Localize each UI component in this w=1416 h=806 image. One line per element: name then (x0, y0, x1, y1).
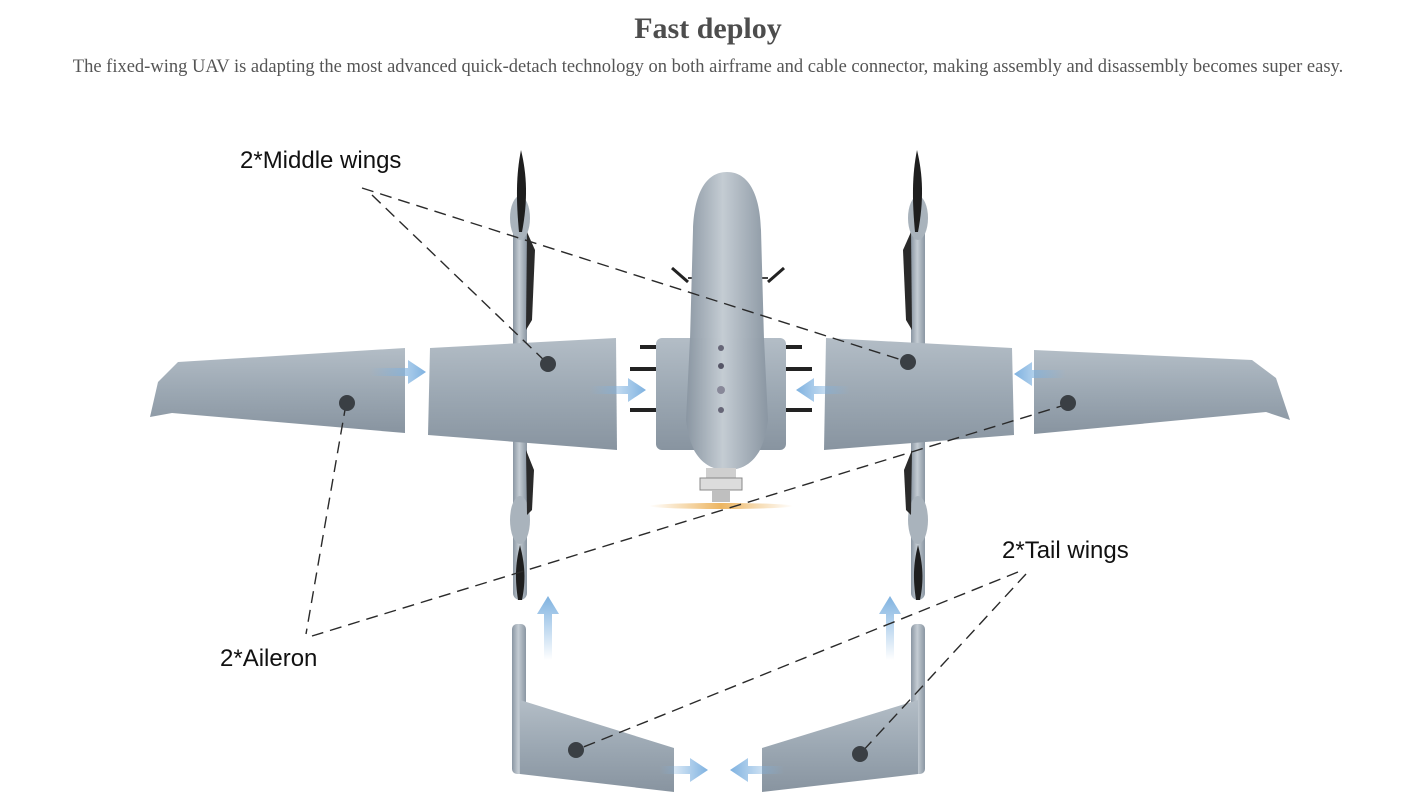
left-middle-wing-panel (428, 338, 617, 450)
left-tail-wing-panel (512, 624, 674, 792)
fuselage (630, 172, 812, 509)
arrow-right-icon (370, 360, 426, 384)
right-tail-wing-panel (762, 624, 925, 792)
page-title: Fast deploy (634, 12, 782, 45)
arrow-up-icon (879, 596, 901, 660)
arrow-up-icon (537, 596, 559, 660)
left-boom (510, 150, 535, 600)
right-aileron-panel (1034, 350, 1290, 434)
left-aileron-panel (150, 348, 405, 433)
arrow-left-icon (730, 758, 784, 782)
label-middle-wings: 2*Middle wings (240, 147, 402, 174)
callout-lines (305, 187, 1069, 755)
assembly-arrows (370, 360, 1066, 782)
propeller-icon (913, 545, 923, 600)
arrow-left-icon (1014, 362, 1066, 386)
arrow-right-icon (660, 758, 708, 782)
arrow-left-icon (796, 378, 850, 402)
label-tail-wings: 2*Tail wings (1002, 537, 1129, 564)
right-middle-wing-panel (824, 338, 1014, 450)
page-subtitle: The fixed-wing UAV is adapting the most … (72, 57, 1344, 77)
arrow-right-icon (590, 378, 646, 402)
part-markers (339, 354, 1076, 762)
label-aileron: 2*Aileron (220, 645, 318, 672)
propeller-icon (912, 150, 923, 232)
propeller-icon (516, 150, 527, 232)
